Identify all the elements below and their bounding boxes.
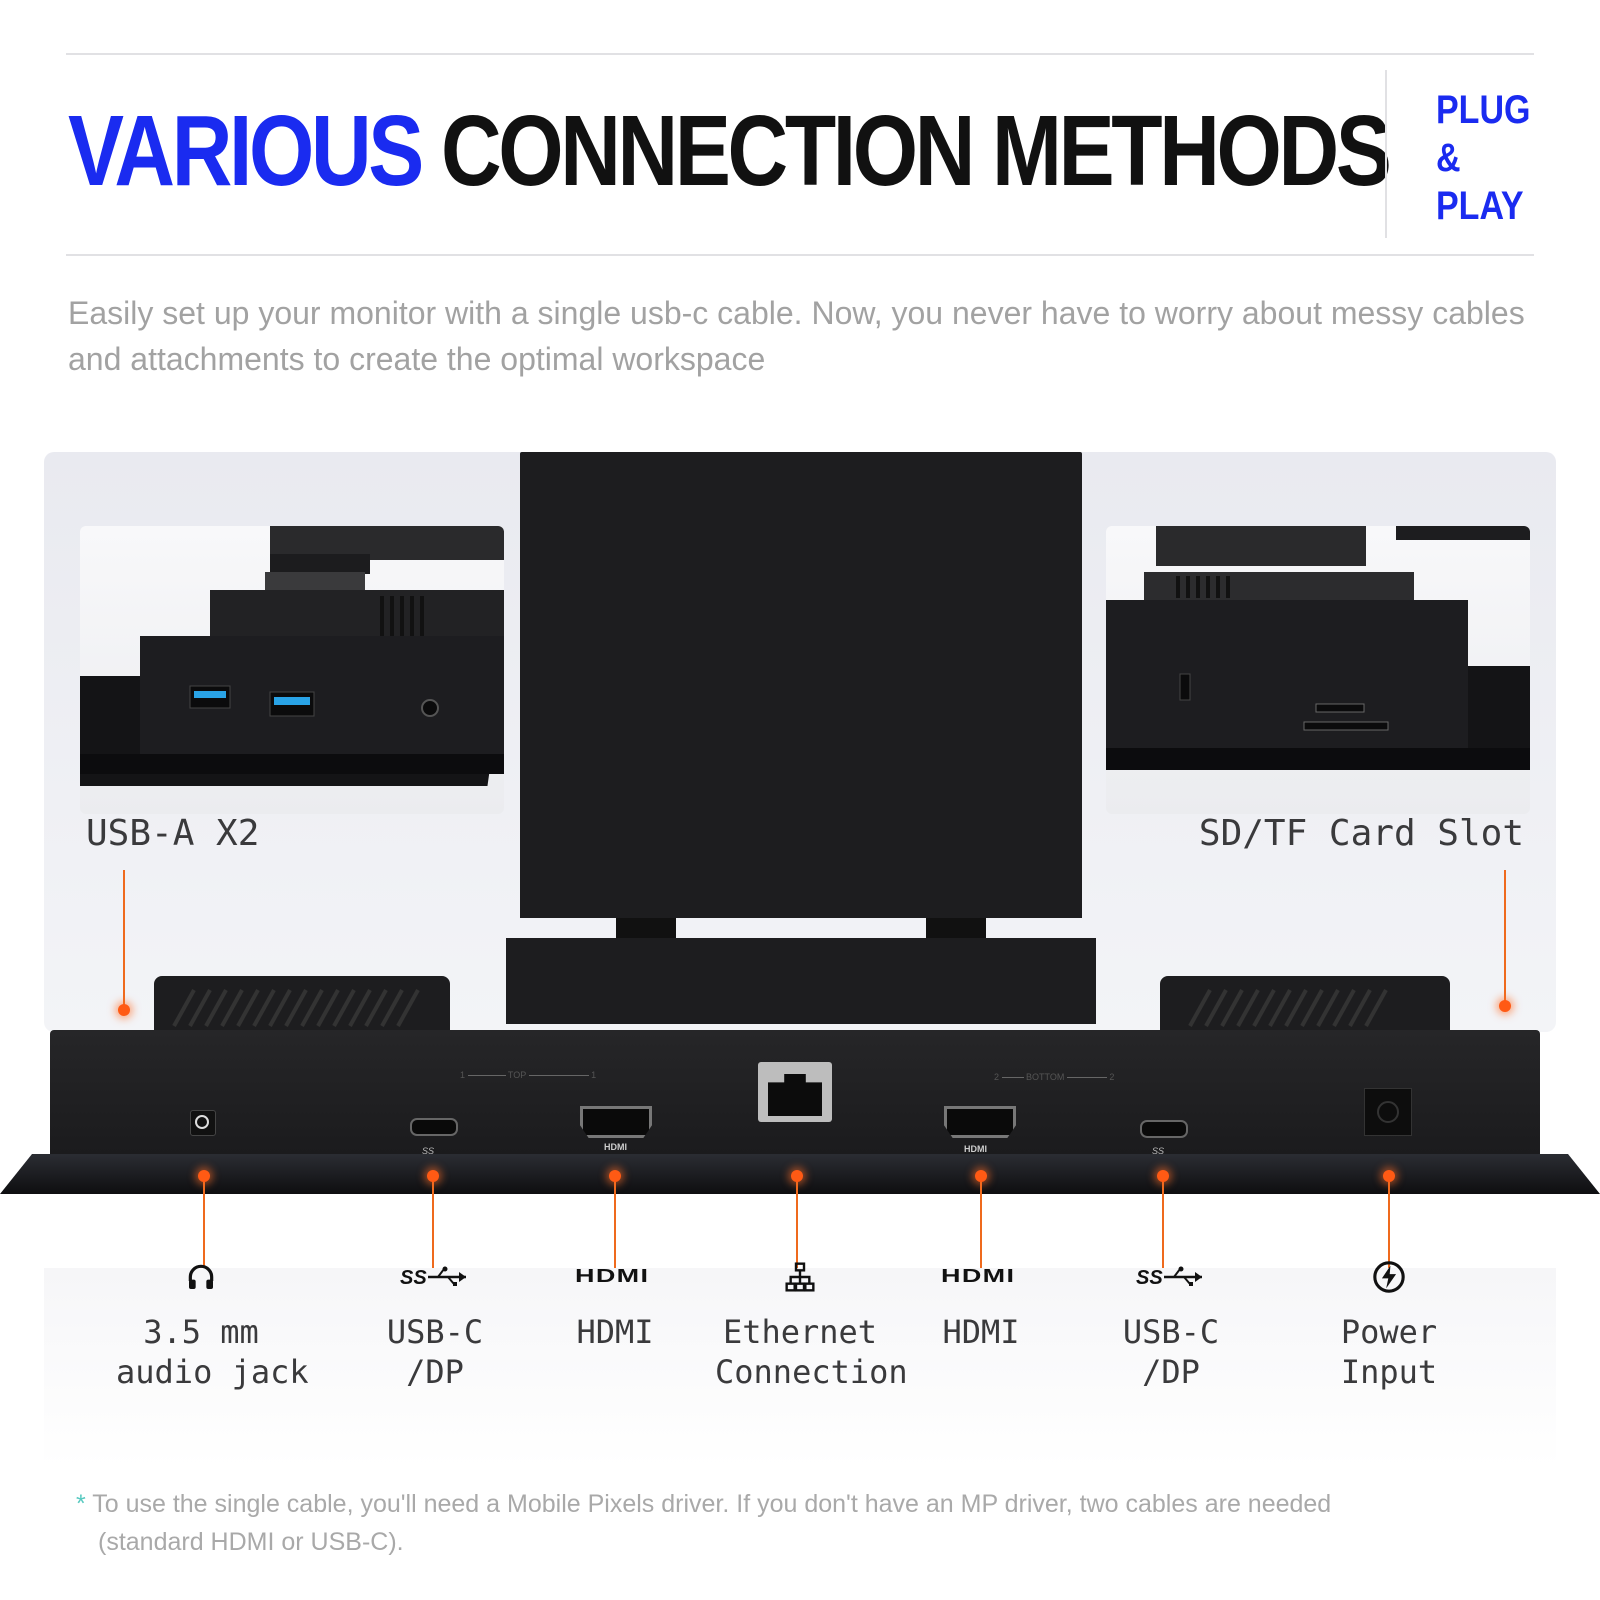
footnote-text-2: (standard HDMI or USB-C). [98, 1528, 404, 1556]
port-legend-line: Ethernet [722, 1313, 878, 1351]
hdmi-mark-bottom: HDMI [964, 1144, 987, 1154]
sd-card-callout: SD/TF Card Slot [1198, 813, 1524, 854]
port-legend-line: 3.5 mm [143, 1313, 259, 1351]
port-legend-usbc-top: SS USB-C /DP [350, 1252, 520, 1392]
hdmi-logo-icon: HDMI [530, 1252, 700, 1302]
port-legend-audio: 3.5 mm audio jack [116, 1252, 309, 1392]
ss-mark-bottom: SS [1152, 1146, 1165, 1156]
port-legend-power: Power Input [1304, 1252, 1474, 1392]
bottom-group-num-right: 2 [1109, 1072, 1115, 1082]
sd-card-detail-photo [1106, 526, 1530, 814]
sd-card-detail-illustration [1106, 526, 1530, 770]
port-legend-line: Power [1340, 1313, 1438, 1351]
port-legend-line: /DP [1142, 1353, 1200, 1391]
superspeed-usb-icon: SS [1086, 1252, 1256, 1302]
hdmi-port-top [580, 1106, 652, 1138]
usb-c-port-top [410, 1118, 458, 1136]
vent-grille [172, 989, 420, 1027]
audio-callout-dot [198, 1170, 210, 1182]
hdmi-mark-top: HDMI [604, 1142, 627, 1152]
headphones-icon [116, 1252, 286, 1302]
port-legend-line: Input [1340, 1353, 1438, 1391]
superspeed-usb-icon: SS [350, 1252, 520, 1302]
port-legend-line: Connection [715, 1353, 908, 1391]
audio-jack-port [190, 1110, 216, 1136]
top-divider [66, 53, 1534, 55]
usbc-top-callout-line [432, 1176, 434, 1296]
footnote-text-1: To use the single cable, you'll need a M… [92, 1490, 1332, 1518]
monitor-stand-column [520, 452, 1082, 918]
audio-callout-line [203, 1176, 205, 1296]
usbc-bottom-callout-dot [1157, 1170, 1169, 1182]
svg-text:SS: SS [400, 1267, 427, 1289]
dock-top-riser [506, 938, 1096, 1024]
intro-text: Easily set up your monitor with a single… [68, 295, 1525, 377]
badge-line: PLAY [1436, 184, 1524, 228]
page-title: VARIOUS CONNECTION METHODS [68, 92, 1392, 210]
bottom-group-label: 2 BOTTOM 2 [994, 1072, 1114, 1082]
hdmi-top-callout-line [614, 1176, 616, 1296]
usb-a-detail-illustration [80, 526, 504, 786]
ss-mark-top: SS [422, 1146, 435, 1156]
title-rest: CONNECTION METHODS [440, 95, 1392, 207]
svg-text:SS: SS [1136, 1267, 1163, 1289]
badge-line: & [1436, 136, 1461, 180]
top-group-num-left: 1 [460, 1070, 466, 1080]
dc-power-port [1364, 1088, 1412, 1136]
port-legend-line: HDMI [576, 1313, 654, 1351]
svg-text:HDMI: HDMI [575, 1266, 649, 1286]
port-legend-usbc-bottom: SS USB-C /DP [1086, 1252, 1256, 1392]
vent-grille [1188, 989, 1388, 1027]
bottom-group-num-left: 2 [994, 1072, 1000, 1082]
ethernet-callout-line [796, 1176, 798, 1296]
hdmi-port-bottom [944, 1106, 1016, 1138]
sd-card-callout-line [1504, 870, 1506, 1004]
hdmi-top-callout-dot [609, 1170, 621, 1182]
stand-foot-left [616, 918, 676, 940]
top-group-num-right: 1 [591, 1070, 597, 1080]
usb-a-callout-line [123, 870, 125, 1008]
ethernet-callout-dot [791, 1170, 803, 1182]
usbc-top-callout-dot [427, 1170, 439, 1182]
top-group-text: TOP [507, 1070, 527, 1080]
plug-and-play-badge: PLUG & PLAY [1436, 86, 1538, 230]
badge-line: PLUG [1436, 88, 1531, 132]
ethernet-icon [715, 1252, 885, 1302]
usb-a-callout: USB-A X2 [86, 813, 260, 854]
bottom-group-text: BOTTOM [1026, 1072, 1065, 1082]
power-icon [1304, 1252, 1474, 1302]
power-callout-dot [1383, 1170, 1395, 1182]
sd-card-callout-dot [1499, 1000, 1511, 1012]
hdmi-logo-icon: HDMI [896, 1252, 1066, 1302]
port-legend-line: USB-C [386, 1313, 484, 1351]
footnote-line-1: * To use the single cable, you'll need a… [76, 1485, 1556, 1523]
power-callout-line [1388, 1176, 1390, 1296]
footnote: * To use the single cable, you'll need a… [76, 1485, 1556, 1561]
title-accent: VARIOUS [68, 95, 424, 207]
port-legend-line: HDMI [942, 1313, 1020, 1351]
svg-text:HDMI: HDMI [941, 1266, 1015, 1286]
port-legend-line: USB-C [1122, 1313, 1220, 1351]
usb-a-callout-dot [118, 1004, 130, 1016]
dock-left-vent-block [154, 976, 450, 1032]
header-bottom-divider [66, 254, 1534, 256]
port-legend-line: /DP [406, 1353, 464, 1391]
dock-right-vent-block [1160, 976, 1450, 1032]
usb-a-detail-photo [80, 526, 504, 814]
header-vertical-divider [1385, 70, 1387, 238]
usbc-bottom-callout-line [1162, 1176, 1164, 1296]
hdmi-bottom-callout-line [980, 1176, 982, 1296]
port-legend-panel [44, 1268, 1556, 1468]
usb-c-port-bottom [1140, 1120, 1188, 1138]
ethernet-port [758, 1062, 832, 1122]
hdmi-bottom-callout-dot [975, 1170, 987, 1182]
port-legend-hdmi-bottom: HDMI HDMI [896, 1252, 1066, 1352]
port-legend-ethernet: Ethernet Connection [715, 1252, 908, 1392]
footnote-star: * [76, 1490, 86, 1518]
port-legend-line: audio jack [116, 1353, 309, 1391]
port-legend-hdmi-top: HDMI HDMI [530, 1252, 700, 1352]
top-group-label: 1 TOP 1 [460, 1070, 596, 1080]
stand-foot-right [926, 918, 986, 940]
